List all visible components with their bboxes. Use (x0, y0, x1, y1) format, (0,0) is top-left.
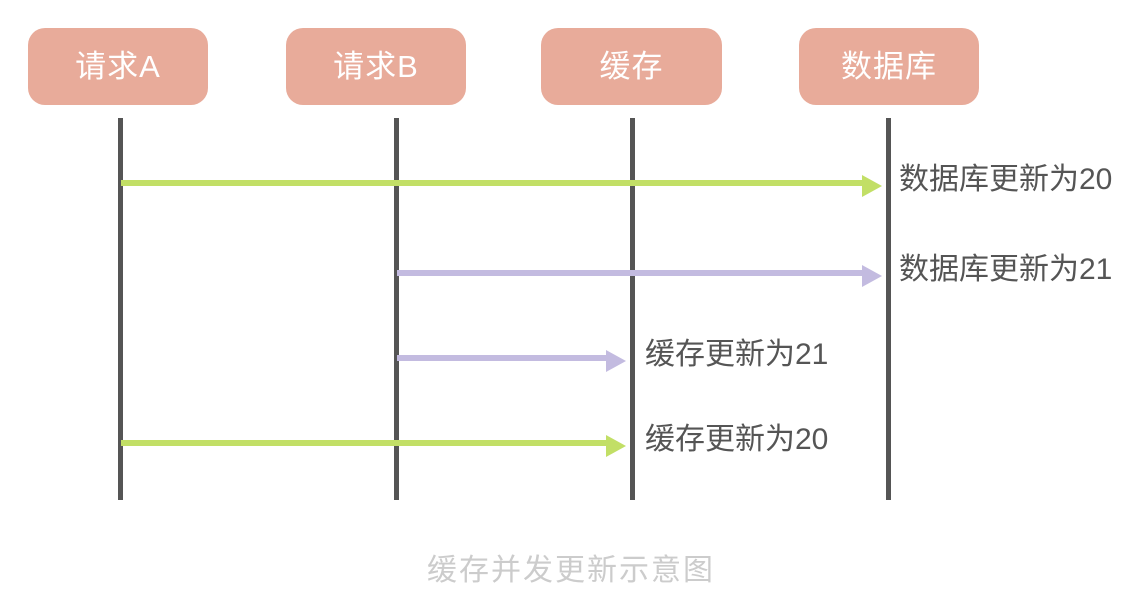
message-label-1: 数据库更新为20 (899, 163, 1113, 196)
participant-label-request-b: 请求B (333, 49, 419, 84)
lifeline-request-b (394, 118, 399, 500)
arrow-head-icon-1 (862, 175, 882, 197)
message-arrow-line-2 (397, 270, 864, 276)
participant-box-request-b: 请求B (286, 28, 466, 105)
diagram-caption: 缓存并发更新示意图 (427, 554, 715, 587)
lifeline-request-a (118, 118, 123, 500)
arrow-head-icon-2 (862, 265, 882, 287)
lifeline-cache (630, 118, 635, 500)
arrow-head-icon-3 (606, 350, 626, 372)
message-label-2: 数据库更新为21 (899, 253, 1113, 286)
message-arrow-line-3 (397, 355, 608, 361)
participant-box-database: 数据库 (799, 28, 979, 105)
participant-box-request-a: 请求A (28, 28, 208, 105)
arrow-head-icon-4 (606, 435, 626, 457)
participant-label-database: 数据库 (841, 49, 937, 84)
participant-label-cache: 缓存 (599, 49, 664, 84)
participant-box-cache: 缓存 (541, 28, 722, 105)
message-arrow-line-1 (121, 180, 864, 186)
message-label-3: 缓存更新为21 (645, 338, 829, 371)
participant-label-request-a: 请求A (75, 49, 161, 84)
message-arrow-line-4 (121, 440, 608, 446)
message-label-4: 缓存更新为20 (645, 423, 829, 456)
lifeline-database (886, 118, 891, 500)
